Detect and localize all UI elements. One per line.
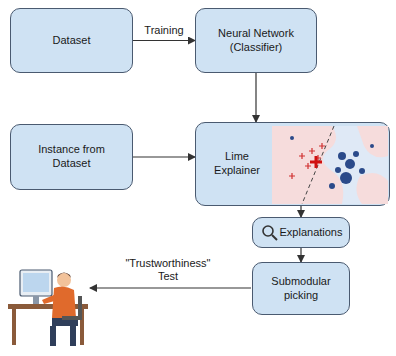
output-arrow [90, 287, 251, 288]
connector-arrow [300, 206, 301, 217]
connector-arrow [133, 40, 195, 41]
model-box: Neural Network (Classifier) [195, 8, 317, 73]
explanations-box: Explanations [252, 217, 350, 248]
node-label: Explanations [280, 226, 343, 240]
selection-box: Submodular picking [252, 262, 350, 315]
node-label: Neural Network (Classifier) [204, 27, 308, 55]
node-label: Submodular picking [261, 275, 341, 303]
node-label: Dataset [53, 34, 91, 48]
node-label: Lime Explainer [204, 150, 270, 178]
connector-arrow [300, 248, 301, 262]
edge-label: Training [142, 24, 185, 38]
person-at-computer [8, 270, 88, 346]
data-box: Dataset [10, 8, 133, 73]
magnifier-icon [261, 224, 279, 242]
node-label: Instance from Dataset [19, 143, 124, 171]
lime-plot [272, 126, 388, 204]
connector-arrow [133, 156, 195, 157]
note-label: "Trustworthiness" Test [118, 257, 218, 285]
input-box: Instance from Dataset [10, 124, 133, 190]
connector-arrow [255, 73, 256, 122]
explainer-box: Lime Explainer [195, 122, 390, 206]
